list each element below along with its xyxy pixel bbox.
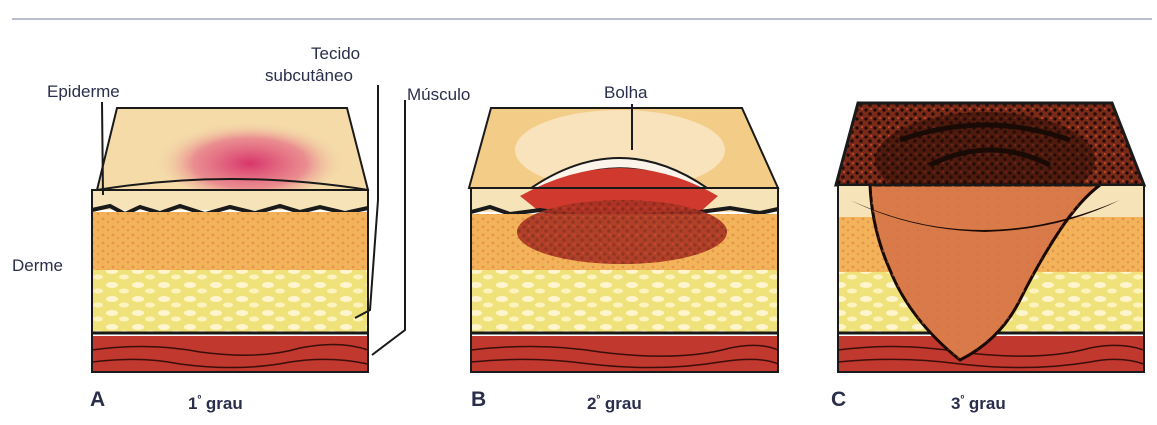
label-bolha: Bolha [604,83,647,102]
panel-b-degree-word: grau [605,394,642,413]
label-tecido-line2: subcutâneo [265,66,353,85]
panel-a-degree-word: grau [206,394,243,413]
panel-b-degree-suffix: º [596,394,600,405]
panel-c-letter: C [831,388,846,412]
label-derme: Derme [12,256,63,275]
panel-a-caption: 1º grau [188,394,243,414]
panel-b-drawing [469,108,778,372]
panel-a-drawing [92,108,368,372]
label-musculo: Músculo [407,85,470,104]
panel-a-letter: A [90,388,105,412]
label-tecido-line1: Tecido [311,44,360,63]
panel-b-letter: B [471,388,486,412]
epiderme-leader [102,102,103,195]
panel-b-caption: 2º grau [587,394,642,414]
label-epiderme: Epiderme [47,82,120,101]
panel-c-degree-word: grau [969,394,1006,413]
panel-c-degree-suffix: º [960,394,964,405]
panel-c-caption: 3º grau [951,394,1006,414]
panel-c-drawing [836,103,1144,372]
panel-a-degree-suffix: º [197,394,201,405]
